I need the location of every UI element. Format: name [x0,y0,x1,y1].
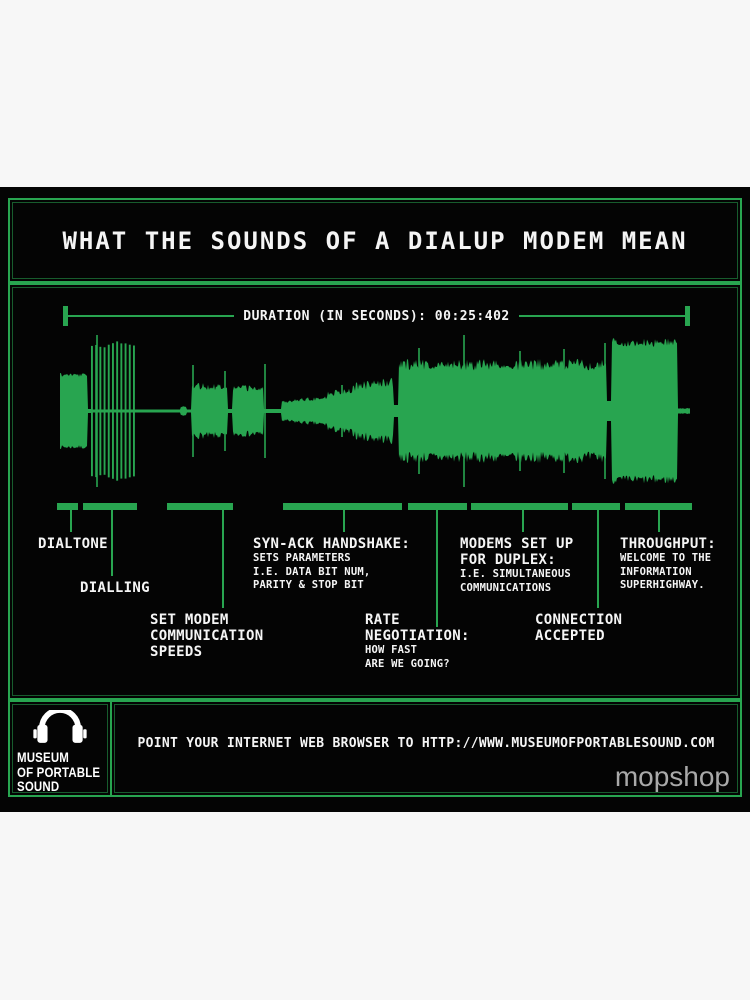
duration-label: DURATION (IN SECONDS): 00:25:402 [234,309,518,324]
section-label-dialtone: DIALTONE [38,536,108,552]
section-tick-connection-accepted [597,510,599,608]
section-title-line: CONNECTION [535,612,622,628]
section-title-line: THROUGHPUT: [620,536,716,552]
section-label-rate-negotiation: RATENEGOTIATION:HOW FASTARE WE GOING? [365,612,470,671]
section-bracket-syn-ack-handshake [283,503,402,510]
duration-bracket: DURATION (IN SECONDS): 00:25:402 [63,306,690,326]
headphones-icon [31,710,89,744]
duration-right-cap [685,306,690,326]
section-bracket-set-modem-speeds [167,503,233,510]
section-bracket-throughput [625,503,692,510]
section-label-syn-ack-handshake: SYN-ACK HANDSHAKE:SETS PARAMETERSI.E. DA… [253,536,410,593]
section-detail-line: INFORMATION [620,566,716,580]
logo-line-3: SOUND [17,779,93,794]
section-title-line: SPEEDS [150,644,263,660]
duration-right-line [519,315,685,317]
section-title-line: DIALLING [80,580,150,596]
section-label-duplex-setup: MODEMS SET UPFOR DUPLEX:I.E. SIMULTANEOU… [460,536,573,595]
section-tick-dialtone [70,510,72,532]
section-title-line: ACCEPTED [535,628,622,644]
section-detail-line: WELCOME TO THE [620,552,716,566]
section-label-connection-accepted: CONNECTIONACCEPTED [535,612,622,644]
section-tick-throughput [658,510,660,532]
section-detail-line: PARITY & STOP BIT [253,579,410,593]
section-detail-line: SUPERHIGHWAY. [620,579,716,593]
section-title-line: SET MODEM [150,612,263,628]
dialup-modem-poster: WHAT THE SOUNDS OF A DIALUP MODEM MEAN D… [0,187,750,812]
section-label-dialling: DIALLING [80,580,150,596]
section-bracket-rate-negotiation [408,503,467,510]
section-title-line: NEGOTIATION: [365,628,470,644]
section-title-line: SYN-ACK HANDSHAKE: [253,536,410,552]
section-tick-syn-ack-handshake [343,510,345,532]
section-detail-line: ARE WE GOING? [365,658,470,672]
section-title-line: RATE [365,612,470,628]
section-title-line: COMMUNICATION [150,628,263,644]
section-label-set-modem-speeds: SET MODEMCOMMUNICATIONSPEEDS [150,612,263,660]
duration-left-line [68,315,234,317]
footer-url-box: POINT YOUR INTERNET WEB BROWSER TO HTTP:… [110,700,742,797]
section-detail-line: COMMUNICATIONS [460,582,573,596]
museum-logo-text: MUSEUM OF PORTABLE SOUND [17,750,93,794]
shop-watermark: mopshop [615,761,730,793]
logo-line-2: OF PORTABLE [17,765,93,780]
section-bracket-connection-accepted [572,503,620,510]
section-title-line: FOR DUPLEX: [460,552,573,568]
section-detail-line: I.E. SIMULTANEOUS [460,568,573,582]
logo-line-1: MUSEUM [17,750,93,765]
section-tick-set-modem-speeds [222,510,224,608]
section-tick-dialling [111,510,113,576]
section-detail-line: SETS PARAMETERS [253,552,410,566]
section-tick-duplex-setup [522,510,524,532]
section-detail-line: HOW FAST [365,644,470,658]
section-bracket-dialtone [57,503,78,510]
museum-logo: MUSEUM OF PORTABLE SOUND [10,702,110,795]
section-title-line: MODEMS SET UP [460,536,573,552]
modem-waveform [60,329,690,493]
section-bracket-duplex-setup [471,503,568,510]
footer-url: POINT YOUR INTERNET WEB BROWSER TO HTTP:… [138,736,715,751]
section-title-line: DIALTONE [38,536,108,552]
section-detail-line: I.E. DATA BIT NUM, [253,566,410,580]
museum-logo-box: MUSEUM OF PORTABLE SOUND [8,700,112,797]
section-label-throughput: THROUGHPUT:WELCOME TO THEINFORMATIONSUPE… [620,536,716,593]
section-bracket-dialling [83,503,137,510]
section-tick-rate-negotiation [436,510,438,627]
